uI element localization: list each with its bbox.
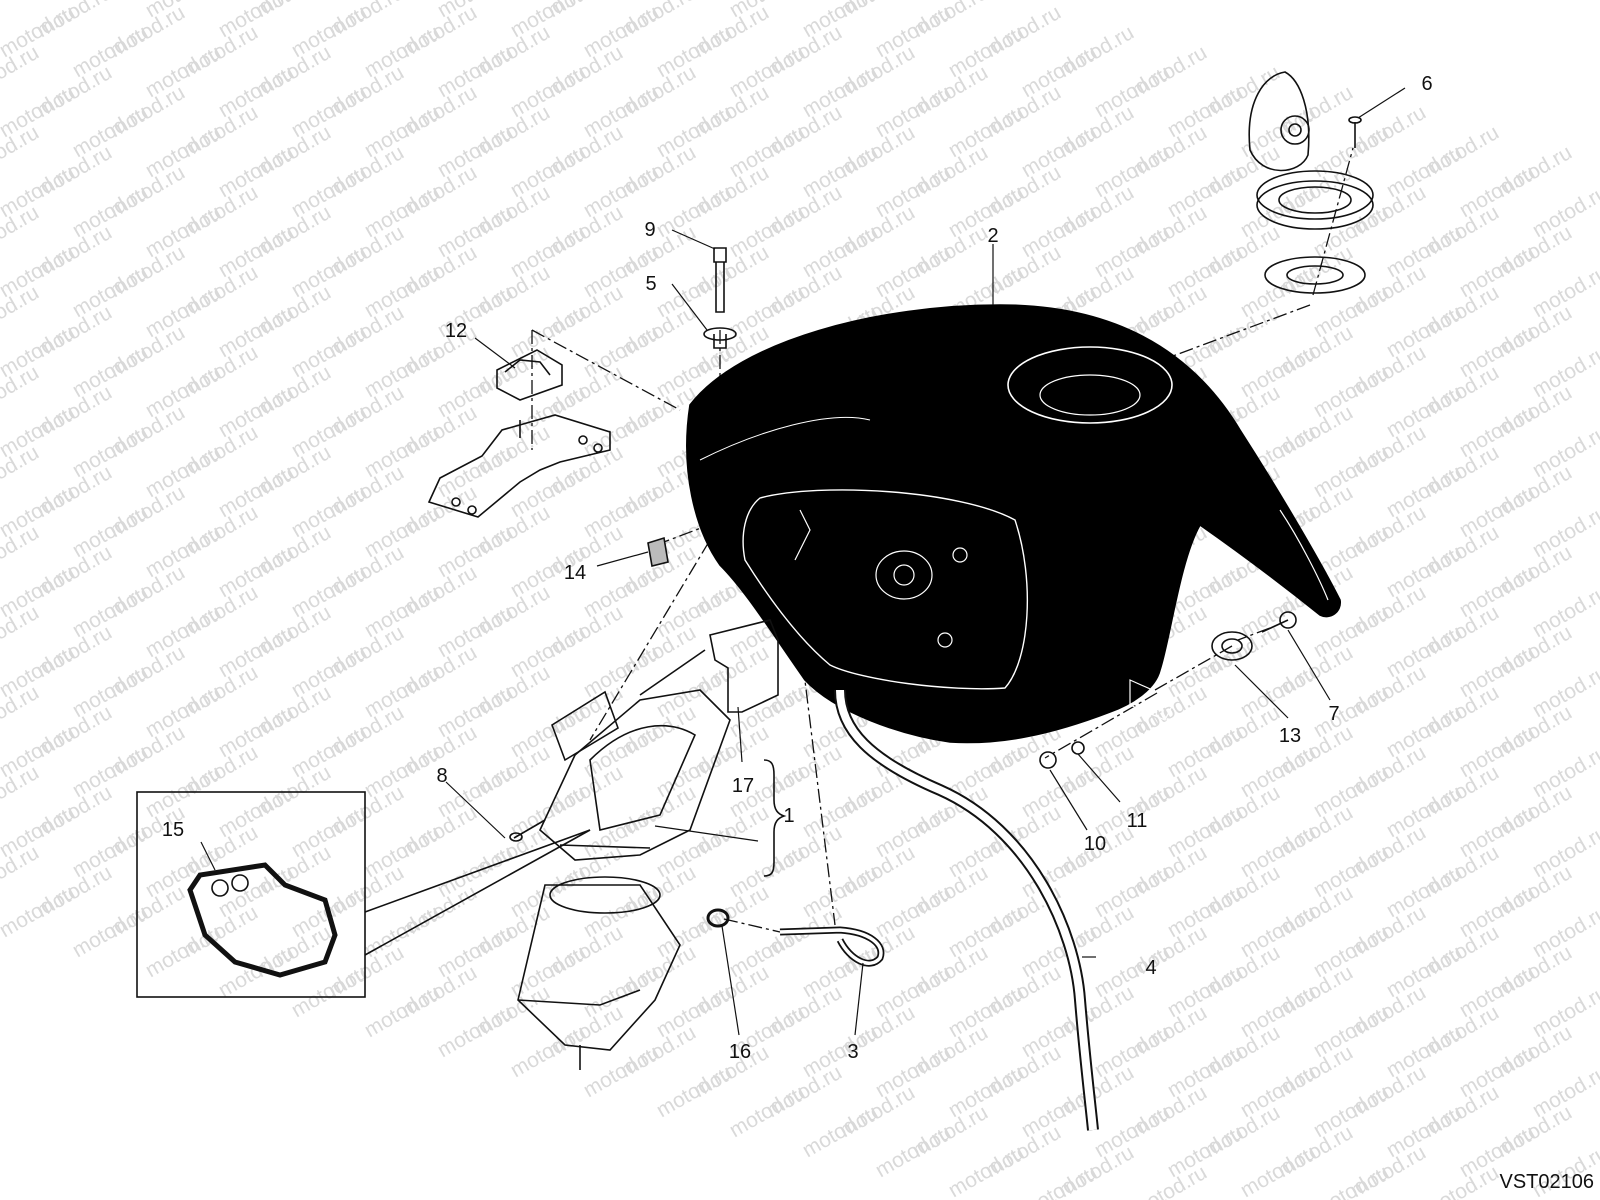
- callout-4: 4: [1145, 957, 1157, 979]
- callout-2: 2: [987, 225, 999, 247]
- tank-bracket-assembly: [427, 349, 611, 518]
- callout-16: 16: [728, 1041, 752, 1063]
- screw-10: [1039, 751, 1057, 769]
- gasket-inset-box: [136, 791, 591, 998]
- fuel-canister: [517, 876, 681, 1070]
- callout-17: 17: [731, 775, 755, 797]
- pump-screw: [509, 819, 546, 842]
- bolt-and-washer: [703, 247, 737, 349]
- washer-11: [1071, 741, 1085, 755]
- callout-12: 12: [444, 320, 468, 342]
- callout-9: 9: [644, 219, 656, 241]
- leader-lines: [200, 87, 1406, 1036]
- callout-1: 1: [783, 805, 795, 827]
- callout-10: 10: [1083, 833, 1107, 855]
- callout-11: 11: [1126, 810, 1148, 832]
- fuel-pump-assembly: [539, 619, 779, 861]
- callout-13: 13: [1278, 725, 1302, 747]
- callout-8: 8: [436, 765, 448, 787]
- callout-7: 7: [1328, 703, 1340, 725]
- callout-14: 14: [563, 562, 587, 584]
- callout-6: 6: [1421, 73, 1433, 95]
- callout-3: 3: [847, 1041, 859, 1063]
- tank-bolt-7: [1261, 611, 1297, 633]
- assembly-lines: [531, 147, 1354, 933]
- filler-cap-assembly: [1248, 71, 1374, 294]
- rubber-pad: [647, 536, 669, 567]
- brace: [763, 759, 787, 877]
- rubber-grommet: [1211, 631, 1253, 661]
- callout-15: 15: [161, 819, 185, 841]
- drawing-code: VST02106: [1499, 1171, 1594, 1193]
- hose-clamp: [706, 908, 730, 928]
- callout-5: 5: [645, 273, 657, 295]
- fuel-tank: [686, 304, 1341, 744]
